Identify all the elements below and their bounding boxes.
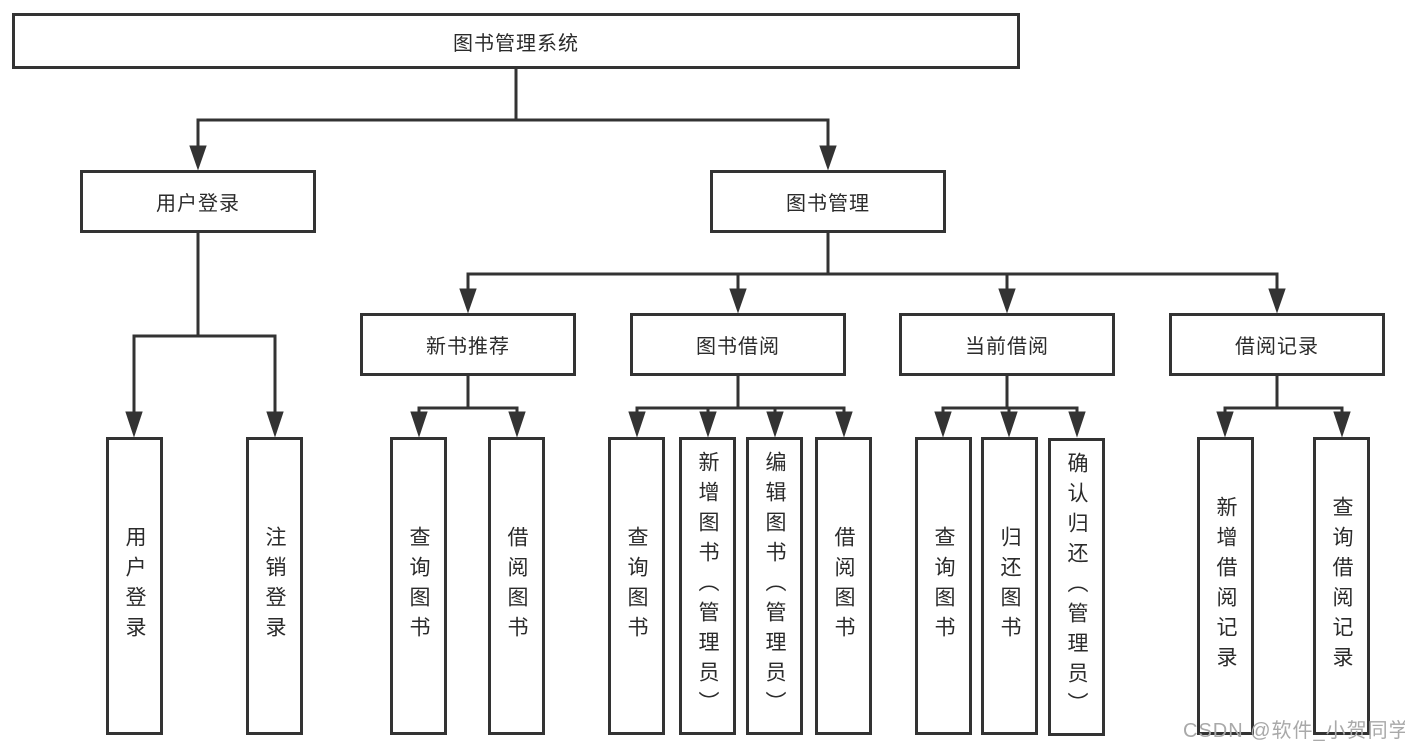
leaf-user-login: 用户登录: [106, 437, 163, 735]
node-book-borrow: 图书借阅: [630, 313, 846, 376]
leaf-borrow-add-books-admin: 新增图书（管理员）: [679, 437, 736, 735]
leaf-recommend-query-books: 查询图书: [390, 437, 447, 735]
leaf-records-add-record: 新增借阅记录: [1197, 437, 1254, 735]
node-book-borrow-label: 图书借阅: [696, 336, 780, 358]
node-borrow-records: 借阅记录: [1169, 313, 1385, 376]
leaf-current-query-books-label: 查询图书: [932, 526, 955, 646]
leaf-borrow-borrow-books: 借阅图书: [815, 437, 872, 735]
node-new-book-recommend-label: 新书推荐: [426, 336, 510, 358]
leaf-borrow-query-books: 查询图书: [608, 437, 665, 735]
node-user-login-label: 用户登录: [156, 193, 240, 215]
leaf-logout-label: 注销登录: [263, 526, 286, 646]
node-new-book-recommend: 新书推荐: [360, 313, 576, 376]
leaf-recommend-borrow-books-label: 借阅图书: [505, 526, 528, 646]
leaf-recommend-query-books-label: 查询图书: [407, 526, 430, 646]
csdn-watermark: CSDN @软件_小贺同学: [1183, 720, 1405, 742]
node-book-management-label: 图书管理: [786, 193, 870, 215]
leaf-current-query-books: 查询图书: [915, 437, 972, 735]
leaf-recommend-borrow-books: 借阅图书: [488, 437, 545, 735]
leaf-borrow-edit-books-admin: 编辑图书（管理员）: [746, 437, 803, 735]
leaf-current-confirm-return-admin: 确认归还（管理员）: [1048, 438, 1105, 736]
leaf-records-query-record-label: 查询借阅记录: [1330, 496, 1353, 676]
node-book-management: 图书管理: [710, 170, 946, 233]
node-current-borrow-label: 当前借阅: [965, 336, 1049, 358]
node-root-label: 图书管理系统: [453, 32, 579, 55]
leaf-current-return-books-label: 归还图书: [998, 526, 1021, 646]
leaf-current-return-books: 归还图书: [981, 437, 1038, 735]
node-borrow-records-label: 借阅记录: [1235, 336, 1319, 358]
leaf-current-confirm-return-admin-label: 确认归还（管理员）: [1065, 452, 1088, 722]
leaf-borrow-query-books-label: 查询图书: [625, 526, 648, 646]
leaf-borrow-add-books-admin-label: 新增图书（管理员）: [696, 451, 719, 721]
leaf-logout: 注销登录: [246, 437, 303, 735]
node-user-login: 用户登录: [80, 170, 316, 233]
node-current-borrow: 当前借阅: [899, 313, 1115, 376]
leaf-borrow-borrow-books-label: 借阅图书: [832, 526, 855, 646]
leaf-records-query-record: 查询借阅记录: [1313, 437, 1370, 735]
node-root: 图书管理系统: [12, 13, 1020, 69]
leaf-records-add-record-label: 新增借阅记录: [1214, 496, 1237, 676]
leaf-user-login-label: 用户登录: [123, 526, 146, 646]
leaf-borrow-edit-books-admin-label: 编辑图书（管理员）: [763, 451, 786, 721]
